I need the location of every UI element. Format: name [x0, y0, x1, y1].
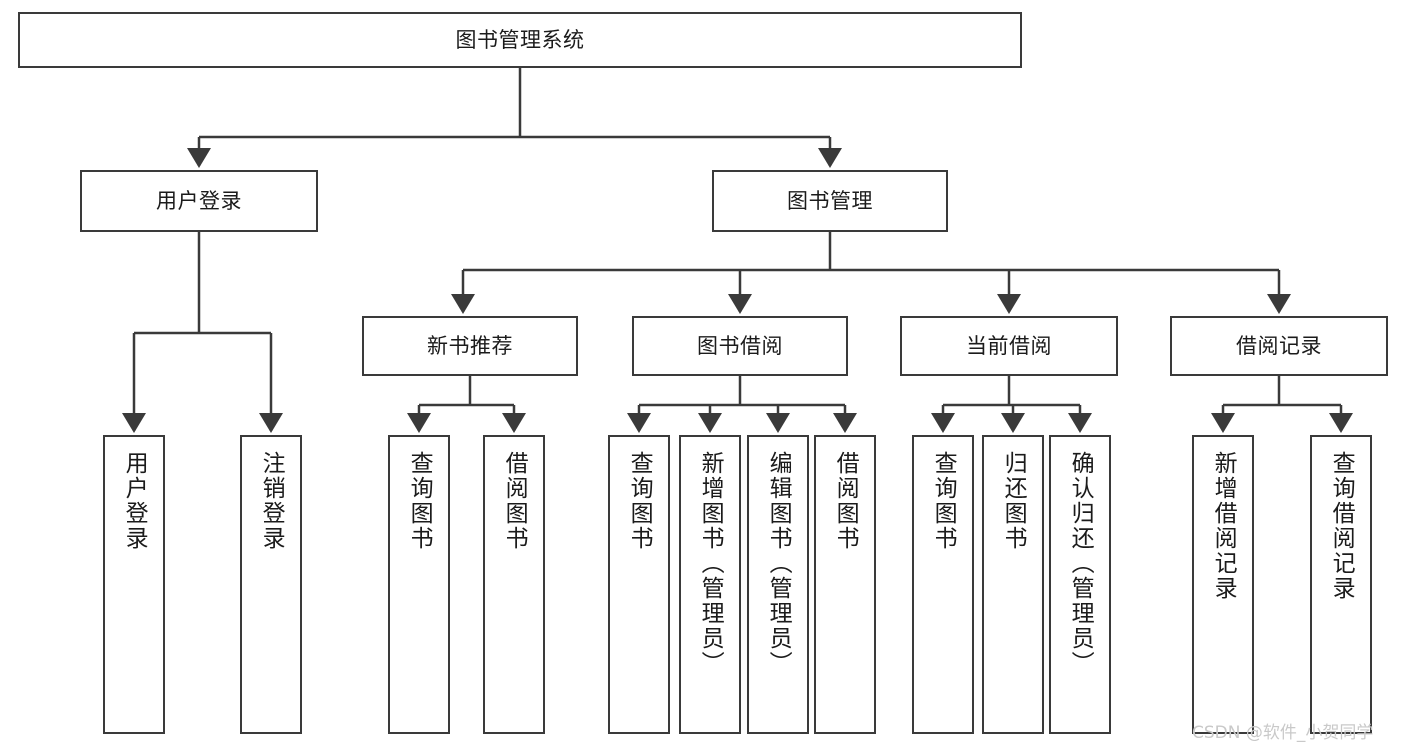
node-leaf-query-book-2-label: 查询图书 — [626, 451, 653, 551]
node-leaf-return-book[interactable]: 归还图书 — [982, 435, 1044, 734]
node-leaf-user-login-label: 用户登录 — [121, 451, 148, 551]
node-new-book-recommend-label: 新书推荐 — [427, 333, 513, 358]
node-current-borrow[interactable]: 当前借阅 — [900, 316, 1118, 376]
node-leaf-add-borrow-record[interactable]: 新增借阅记录 — [1192, 435, 1254, 734]
node-leaf-query-borrow-record[interactable]: 查询借阅记录 — [1310, 435, 1372, 734]
node-current-borrow-label: 当前借阅 — [966, 333, 1052, 358]
node-borrow-record[interactable]: 借阅记录 — [1170, 316, 1388, 376]
node-leaf-add-book-label: 新增图书（管理员） — [697, 451, 724, 676]
node-leaf-add-borrow-record-label: 新增借阅记录 — [1210, 451, 1237, 601]
node-leaf-confirm-return-label: 确认归还（管理员） — [1067, 451, 1094, 676]
node-leaf-borrow-book-2-label: 借阅图书 — [832, 451, 859, 551]
node-user-login-label: 用户登录 — [156, 188, 242, 213]
node-leaf-query-book-1[interactable]: 查询图书 — [388, 435, 450, 734]
node-book-manage-label: 图书管理 — [787, 188, 873, 213]
node-root[interactable]: 图书管理系统 — [18, 12, 1022, 68]
node-root-label: 图书管理系统 — [455, 27, 585, 52]
node-borrow-record-label: 借阅记录 — [1236, 333, 1322, 358]
node-leaf-query-book-1-label: 查询图书 — [406, 451, 433, 551]
node-book-borrow[interactable]: 图书借阅 — [632, 316, 848, 376]
node-leaf-user-logout[interactable]: 注销登录 — [240, 435, 302, 734]
node-leaf-borrow-book-1-label: 借阅图书 — [501, 451, 528, 551]
node-leaf-return-book-label: 归还图书 — [1000, 451, 1027, 551]
node-leaf-query-book-3-label: 查询图书 — [930, 451, 957, 551]
node-new-book-recommend[interactable]: 新书推荐 — [362, 316, 578, 376]
node-leaf-edit-book[interactable]: 编辑图书（管理员） — [747, 435, 809, 734]
csdn-watermark: CSDN @软件_小贺同学 — [1192, 723, 1374, 743]
node-user-login[interactable]: 用户登录 — [80, 170, 318, 232]
node-book-manage[interactable]: 图书管理 — [712, 170, 948, 232]
node-leaf-edit-book-label: 编辑图书（管理员） — [765, 451, 792, 676]
node-leaf-user-login[interactable]: 用户登录 — [103, 435, 165, 734]
node-leaf-query-borrow-record-label: 查询借阅记录 — [1328, 451, 1355, 601]
node-leaf-user-logout-label: 注销登录 — [258, 451, 285, 551]
node-book-borrow-label: 图书借阅 — [697, 333, 783, 358]
node-leaf-query-book-3[interactable]: 查询图书 — [912, 435, 974, 734]
node-leaf-borrow-book-2[interactable]: 借阅图书 — [814, 435, 876, 734]
node-leaf-borrow-book-1[interactable]: 借阅图书 — [483, 435, 545, 734]
node-leaf-confirm-return[interactable]: 确认归还（管理员） — [1049, 435, 1111, 734]
node-leaf-add-book[interactable]: 新增图书（管理员） — [679, 435, 741, 734]
node-leaf-query-book-2[interactable]: 查询图书 — [608, 435, 670, 734]
